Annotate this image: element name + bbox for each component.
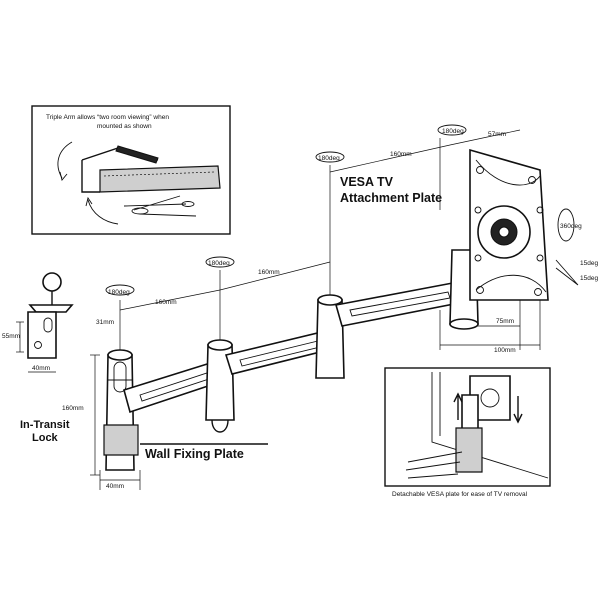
wall-fixing-plate: [103, 424, 139, 456]
dim-55mm: 55mm: [2, 333, 20, 340]
detachable-caption: Detachable VESA plate for ease of TV rem…: [392, 491, 528, 498]
dim-160mm-mid: 160mm: [258, 269, 280, 276]
tilt-icon: [555, 259, 579, 286]
detachable-inset: [384, 367, 551, 487]
vesa-label-line2: Attachment Plate: [340, 191, 442, 205]
dim-160mm-low: 160mm: [155, 299, 177, 306]
main-arm-assembly: [103, 249, 479, 471]
inset-caption-line2: mounted as shown: [97, 123, 152, 130]
lock-knob: [42, 272, 62, 292]
arrow-up-icon: [453, 392, 463, 403]
in-transit-label-line1: In-Transit: [20, 419, 70, 431]
wall-fixing-plate-label: Wall Fixing Plate: [145, 447, 244, 461]
rotation-label-3: 180deg: [318, 155, 340, 162]
tilt-label-a: 15deg: [580, 260, 598, 267]
inset-frame: [31, 105, 231, 235]
dimension-lines: [90, 129, 541, 490]
rotation-arrow-icon: [205, 256, 235, 268]
in-transit-label-line2: Lock: [32, 432, 59, 444]
dim-160mm-top: 160mm: [390, 151, 412, 158]
rotation-arrow-icon: [105, 284, 135, 296]
arm-segment-3: [334, 281, 466, 327]
dim-75mm: 75mm: [496, 318, 514, 325]
dim-100mm: 100mm: [494, 347, 516, 354]
tilt-label-b: 15deg: [580, 275, 598, 282]
inset-arm-sketch: [405, 451, 463, 479]
rotation-360-icon: [557, 208, 575, 242]
tv-panel-top: [115, 145, 159, 164]
dim-40mm-lock: 40mm: [32, 365, 50, 372]
rotation-icons: [105, 124, 579, 296]
rotation-label-360: 360deg: [560, 223, 582, 230]
inset-caption-line1: Triple Arm allows “two room viewing” whe…: [46, 114, 169, 121]
dim-40mm-base: 40mm: [106, 483, 124, 490]
dim-31mm: 31mm: [96, 319, 114, 326]
vesa-label-line1: VESA TV: [340, 175, 394, 189]
rotation-arrow-icon: [315, 151, 345, 163]
swing-arrow-bottom: [87, 199, 119, 225]
dim-160mm-vertical: 160mm: [62, 405, 84, 412]
dim-57mm: 57mm: [488, 131, 506, 138]
arrow-down-icon: [513, 413, 523, 424]
lock-body: [27, 311, 57, 359]
rotation-label-1: 180deg: [108, 289, 130, 296]
rotation-label-2: 180deg: [208, 260, 230, 267]
two-room-viewing-inset: Triple Arm allows “two room viewing” whe…: [31, 105, 231, 235]
wall-block: [99, 165, 221, 193]
detachable-inset-frame: [384, 367, 551, 487]
inset-mount: [455, 427, 483, 473]
rotation-arrow-icon: [437, 124, 467, 136]
vesa-plate: [469, 148, 549, 301]
rotation-label-4: 180deg: [442, 128, 464, 135]
in-transit-lock: [16, 272, 74, 373]
